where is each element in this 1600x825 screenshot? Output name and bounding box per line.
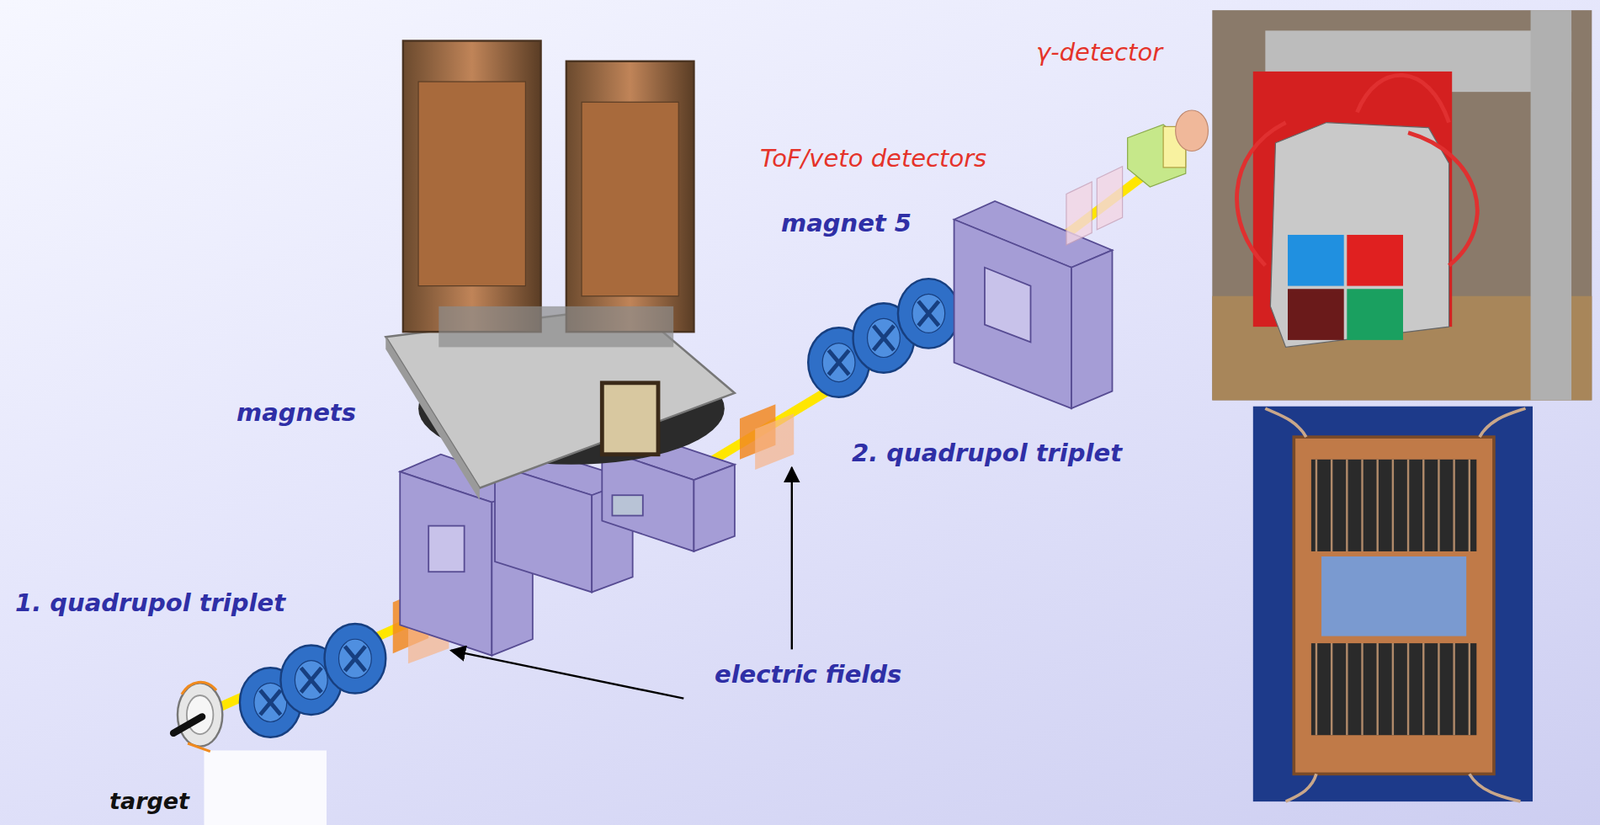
silicon-detector-photo — [1253, 406, 1533, 802]
part-label: electric fields — [714, 660, 902, 689]
electric-field-plates — [739, 403, 794, 470]
quadrupole-triplet — [239, 623, 386, 738]
gamma-detector — [1127, 110, 1209, 187]
target-wheel — [173, 681, 223, 751]
part-label: 1. quadrupol triplet — [15, 589, 286, 617]
part-label: magnet 5 — [781, 209, 912, 238]
part-label: magnets — [236, 398, 357, 427]
part-label: ToF/veto detectors — [760, 144, 987, 173]
separator-photo — [385, 41, 735, 501]
dipole-magnets — [399, 433, 735, 655]
quadrupole-triplet — [807, 278, 959, 398]
part-label: 2. quadrupol triplet — [851, 439, 1122, 468]
part-label: target — [109, 787, 190, 814]
part-label: γ-detector — [1036, 38, 1163, 67]
label-patch — [203, 749, 326, 825]
tof-detectors — [1066, 166, 1123, 245]
detector-photo — [1211, 10, 1592, 400]
